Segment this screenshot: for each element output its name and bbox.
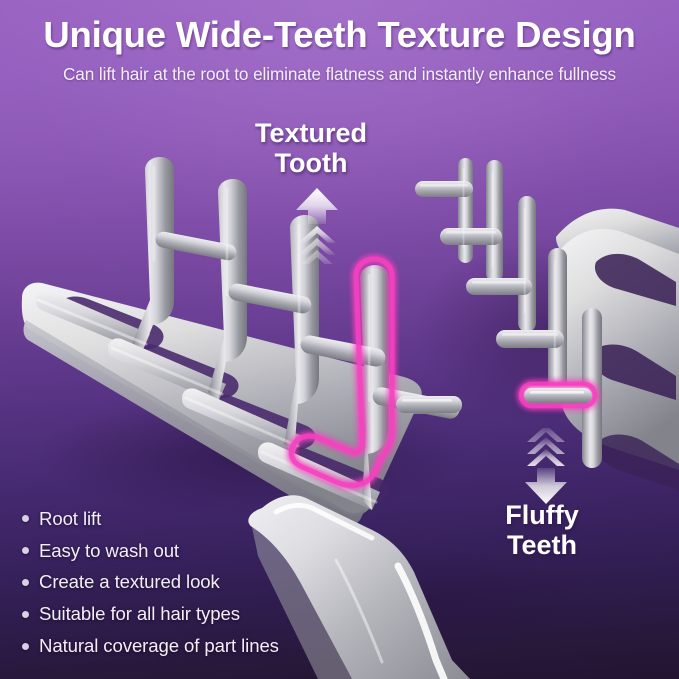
fluffy-tooth-highlight (518, 381, 598, 409)
comb-loose-teeth (396, 396, 462, 413)
comb-right-speculars (420, 168, 558, 378)
comb-left-section (21, 157, 460, 527)
textured-tooth-highlight (288, 256, 395, 488)
comb-handle (248, 495, 470, 679)
comb-right-section (398, 158, 679, 490)
